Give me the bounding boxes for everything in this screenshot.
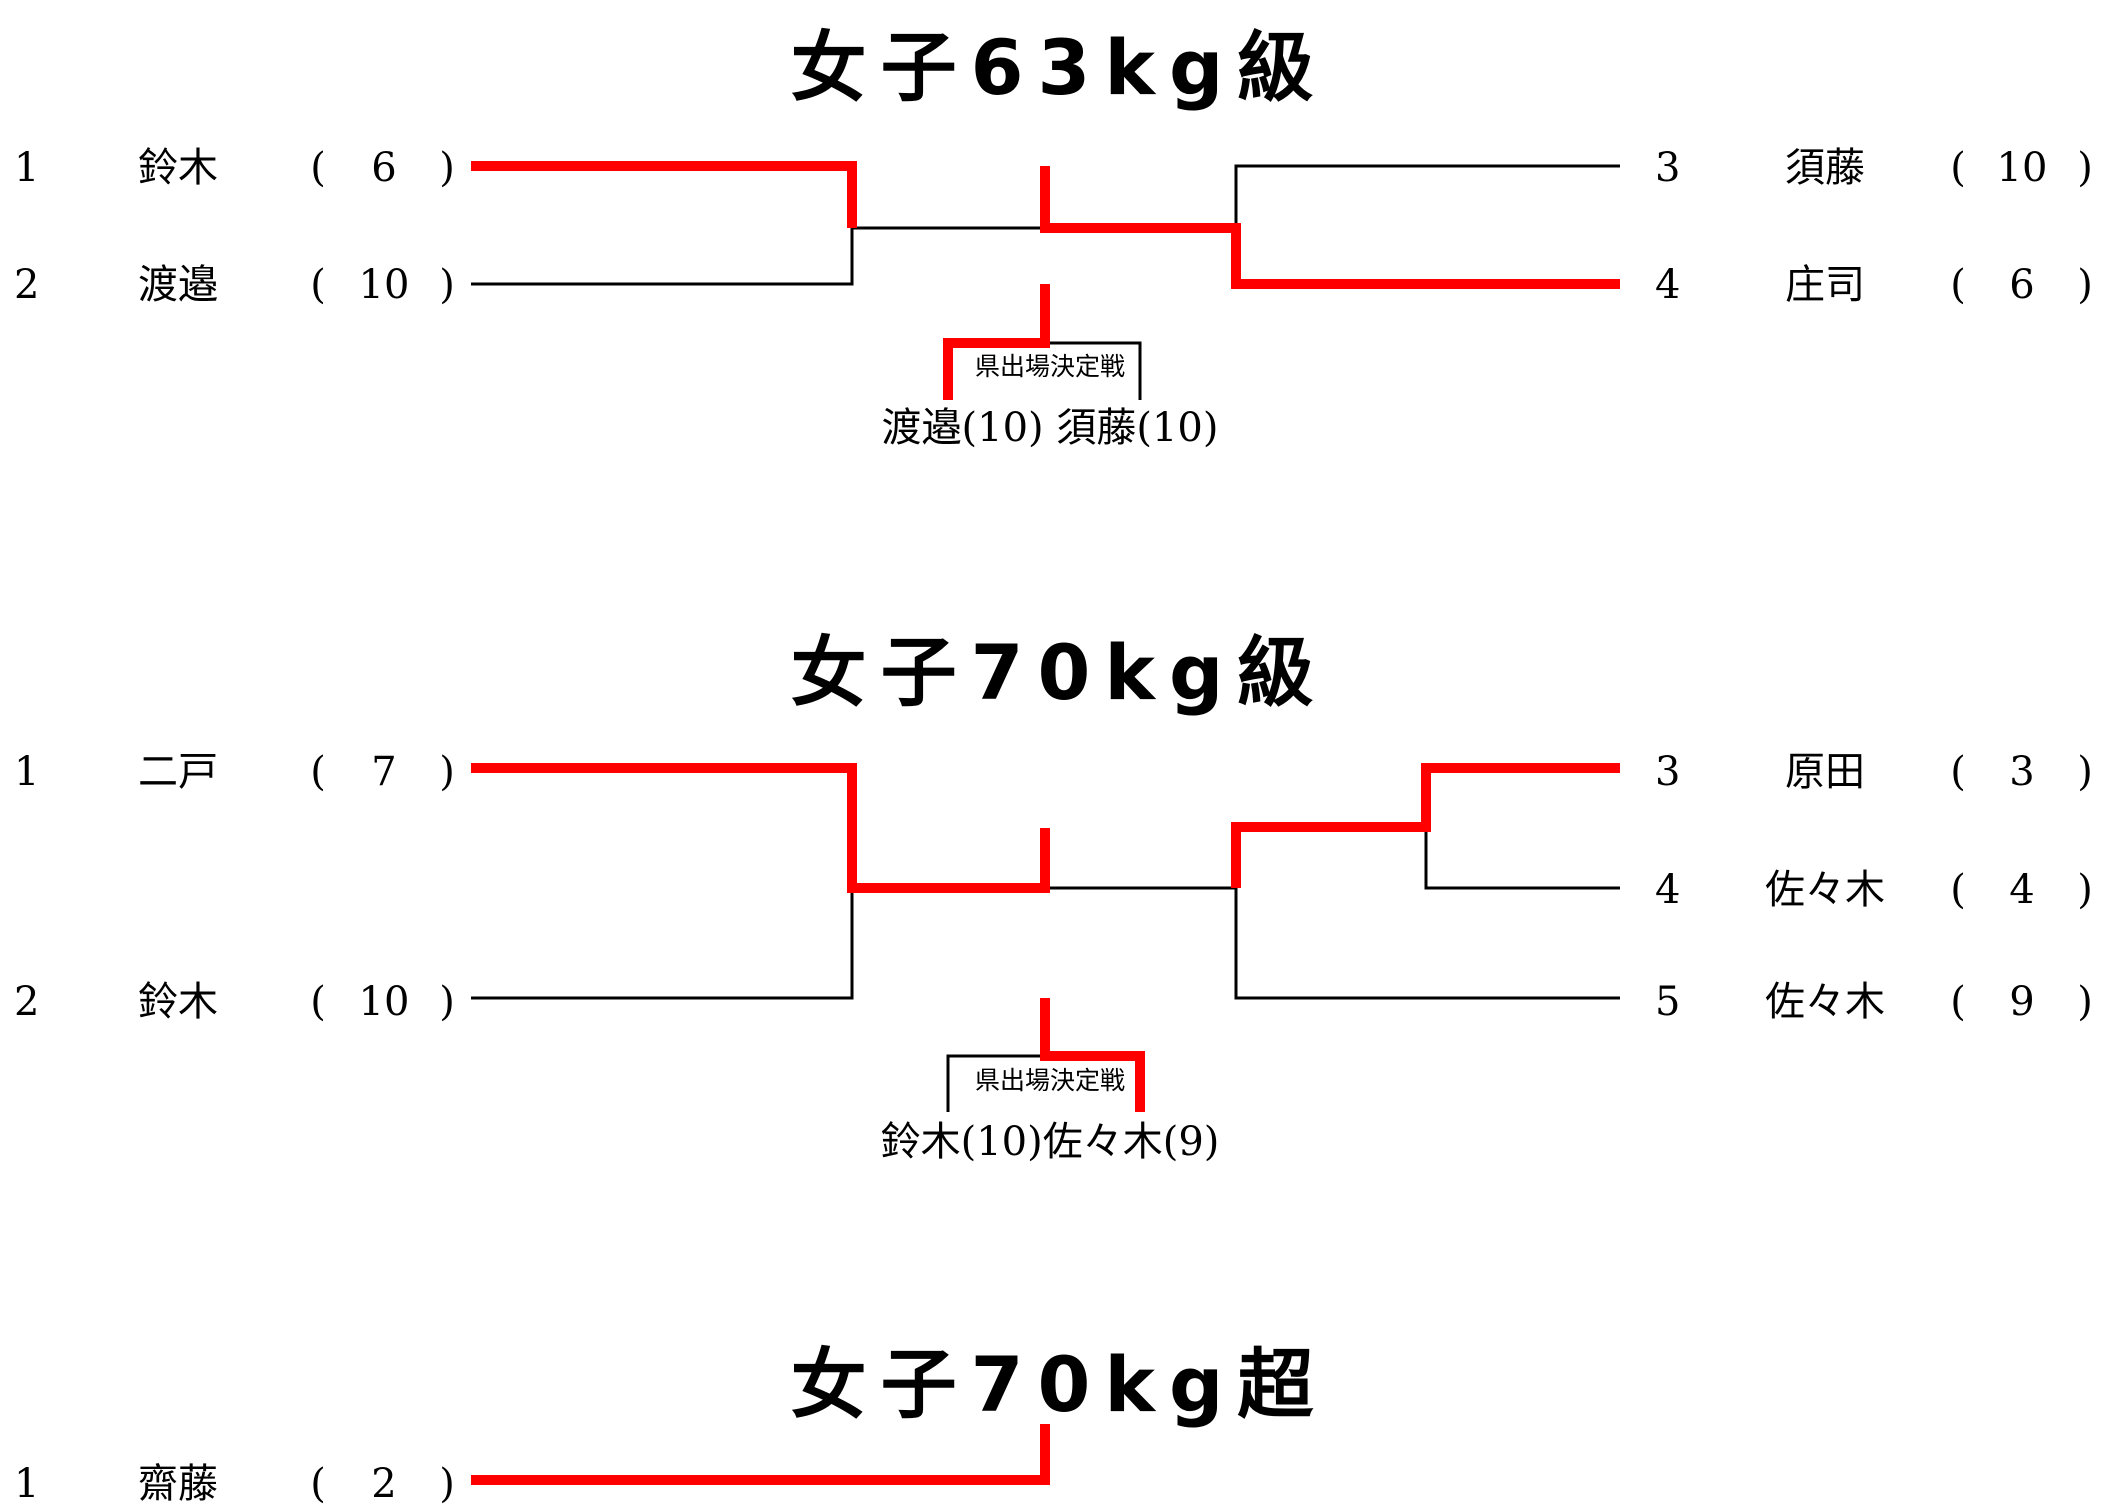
bracket-line	[1045, 341, 1142, 400]
athlete-name: 鈴木	[138, 979, 218, 1025]
open-paren: (	[310, 145, 326, 191]
close-paren: )	[439, 1461, 455, 1507]
bracket-winner-line	[1040, 166, 1620, 289]
close-paren: )	[2077, 262, 2093, 308]
seed-number: 3	[1655, 145, 1681, 191]
open-paren: (	[310, 979, 326, 1025]
athlete-name: 庄司	[1785, 262, 1865, 308]
athlete-score: 9	[2009, 979, 2035, 1025]
division-1-black-lines	[471, 164, 1620, 400]
open-paren: (	[1950, 749, 1966, 795]
playoff-label: 県出場決定戦	[974, 1066, 1125, 1095]
athlete-score: 2	[371, 1461, 397, 1507]
bracket-line	[471, 228, 854, 286]
seed-number: 1	[14, 749, 40, 795]
seed-number: 2	[14, 262, 40, 308]
athlete-name: 二戸	[138, 749, 218, 795]
close-paren: )	[2077, 867, 2093, 913]
open-paren: (	[1950, 867, 1966, 913]
athlete-score: 10	[358, 979, 410, 1025]
bracket-line	[1234, 888, 1620, 1000]
close-paren: )	[2077, 145, 2093, 191]
open-paren: (	[1950, 979, 1966, 1025]
bracket-line	[471, 888, 854, 1000]
playoff-result: 渡邉(10) 須藤(10)	[881, 405, 1219, 451]
bracket-line	[1424, 827, 1620, 890]
bracket-winner-line	[471, 1424, 1050, 1485]
division-2-red-lines	[471, 763, 1620, 1112]
seed-number: 1	[14, 145, 40, 191]
close-paren: )	[439, 979, 455, 1025]
seed-number: 4	[1655, 262, 1681, 308]
division-2-black-lines	[471, 827, 1620, 1112]
open-paren: (	[310, 749, 326, 795]
open-paren: (	[1950, 262, 1966, 308]
athlete-name: 鈴木	[138, 145, 218, 191]
division-title-70kg: 女子70kg級	[790, 628, 1328, 717]
athlete-name: 須藤	[1785, 145, 1865, 191]
athlete-score: 3	[2009, 749, 2035, 795]
close-paren: )	[2077, 979, 2093, 1025]
athlete-score: 10	[358, 262, 410, 308]
division-title-63kg: 女子63kg級	[790, 23, 1328, 112]
seed-number: 1	[14, 1461, 40, 1507]
close-paren: )	[439, 749, 455, 795]
athlete-score: 7	[371, 749, 397, 795]
athlete-score: 6	[371, 145, 397, 191]
division-3-red-lines	[471, 1424, 1050, 1485]
seed-number: 5	[1655, 979, 1681, 1025]
open-paren: (	[310, 262, 326, 308]
athlete-name: 渡邉	[138, 262, 218, 308]
athlete-name: 佐々木	[1765, 979, 1885, 1025]
seed-number: 4	[1655, 867, 1681, 913]
athlete-name: 原田	[1785, 749, 1865, 795]
seed-number: 3	[1655, 749, 1681, 795]
athlete-name: 齋藤	[138, 1461, 218, 1507]
athlete-name: 佐々木	[1765, 867, 1885, 913]
playoff-label: 県出場決定戦	[974, 352, 1125, 381]
seed-number: 2	[14, 979, 40, 1025]
athlete-score: 6	[2009, 262, 2035, 308]
close-paren: )	[2077, 749, 2093, 795]
division-title-70kg-over: 女子70kg超	[790, 1340, 1328, 1429]
division-1-red-lines	[471, 161, 1620, 400]
bracket-winner-line	[471, 763, 1050, 893]
close-paren: )	[439, 145, 455, 191]
bracket-winner-line	[471, 161, 857, 228]
open-paren: (	[310, 1461, 326, 1507]
athlete-score: 10	[1996, 145, 2048, 191]
bracket-winner-line	[1040, 998, 1145, 1112]
close-paren: )	[439, 262, 455, 308]
bracket-line	[946, 1054, 1045, 1112]
bracket-line	[1234, 164, 1620, 228]
athlete-score: 4	[2009, 867, 2035, 913]
bracket-winner-line	[943, 284, 1050, 400]
bracket-winner-line	[1231, 763, 1620, 888]
playoff-result: 鈴木(10)佐々木(9)	[880, 1119, 1220, 1165]
open-paren: (	[1950, 145, 1966, 191]
